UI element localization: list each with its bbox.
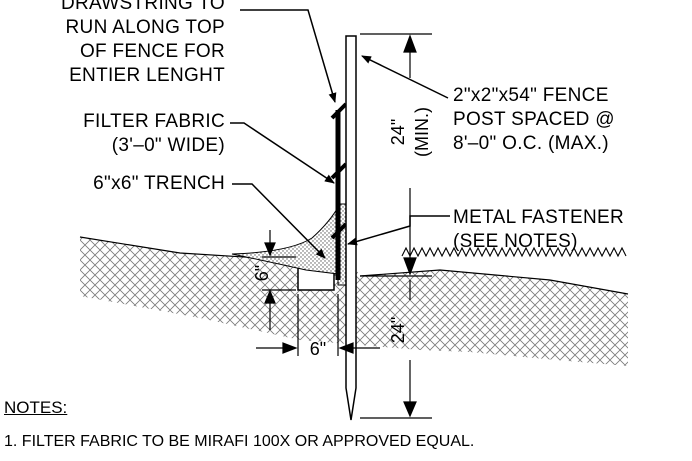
fence-post-label-line-3: 8'–0" O.C. (MAX.)	[453, 133, 609, 154]
fastener-leader	[347, 215, 450, 246]
drawstring-leader	[240, 9, 337, 103]
dim-trench-depth-value: 6"	[252, 265, 272, 281]
fastener-label: METAL FASTENER (SEE NOTES)	[453, 206, 624, 254]
dim-upper-post-value: 24"	[388, 119, 408, 145]
note-item-1: 1. FILTER FABRIC TO BE MIRAFI 100X OR AP…	[4, 433, 475, 450]
grass-symbol	[401, 246, 627, 258]
trench-leader	[232, 183, 326, 259]
trench-label-line-1: 6"x6" TRENCH	[93, 173, 225, 194]
dim-lower-post-value: 24"	[388, 317, 408, 343]
drawstring-label: DRAWSTRING TO RUN ALONG TOP OF FENCE FOR…	[61, 0, 225, 88]
filter-fabric-label: FILTER FABRIC (3'–0" WIDE)	[83, 110, 225, 158]
filter-fabric-backfill	[231, 203, 347, 286]
fence-post-label-line-2: POST SPACED @	[453, 109, 615, 130]
filter-fabric-label-line-2: (3'–0" WIDE)	[111, 135, 225, 156]
trench-label: 6"x6" TRENCH	[93, 172, 225, 196]
notes-title: NOTES:	[4, 398, 68, 417]
dim-upper-post-note: (MIN.)	[412, 107, 432, 157]
fence-post-label: 2"x2"x54" FENCE POST SPACED @ 8'–0" O.C.…	[453, 84, 615, 156]
drawstring-label-line-4: ENTIER LENGHT	[69, 65, 225, 86]
drawstring-label-line-3: OF FENCE FOR	[79, 41, 225, 62]
dim-trench-width-value: 6"	[310, 339, 326, 359]
fence-post	[345, 35, 357, 421]
filter-fabric-leader	[230, 122, 335, 184]
fastener-label-line-1: METAL FASTENER	[453, 207, 625, 228]
drawstring-label-line-2: RUN ALONG TOP	[65, 17, 225, 38]
filter-fabric-label-line-1: FILTER FABRIC	[83, 111, 225, 132]
fence-post-label-line-1: 2"x2"x54" FENCE	[453, 85, 609, 106]
fence-post-leader	[361, 55, 449, 99]
dimension-upper-post	[360, 33, 432, 277]
fastener-label-line-2: (SEE NOTES)	[453, 231, 578, 252]
dimension-lower-post	[360, 280, 432, 419]
dimension-trench-depth	[262, 230, 296, 330]
drawstring-label-line-1: DRAWSTRING TO	[61, 0, 225, 14]
dimension-trench-width	[256, 294, 380, 356]
